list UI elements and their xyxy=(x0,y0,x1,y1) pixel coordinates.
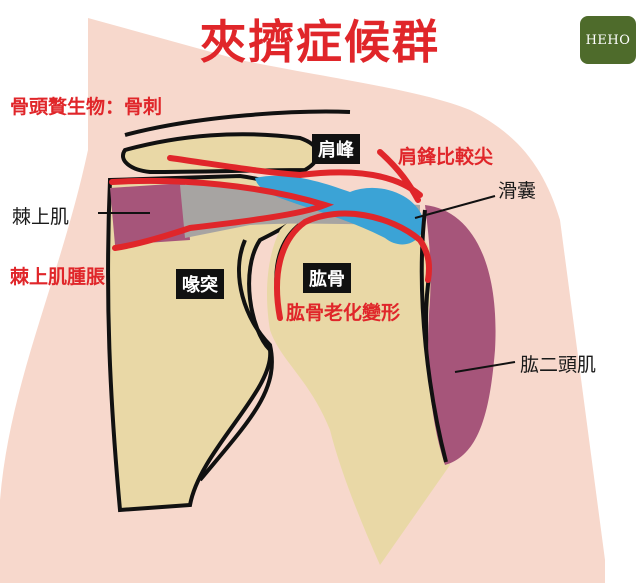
page-title: 夾擠症候群 xyxy=(200,15,440,69)
coracoid-outline xyxy=(198,239,274,482)
biceps-muscle xyxy=(425,205,496,465)
acromion-bone xyxy=(121,132,320,175)
label-humerus-degeneration: 肱骨老化變形 xyxy=(286,302,401,324)
label-coracoid: 喙突 xyxy=(176,269,224,299)
inflammation-outline-upper xyxy=(167,155,423,198)
heho-logo: HEHO xyxy=(580,16,636,64)
label-osteophyte: 骨頭贅生物：骨刺 xyxy=(10,96,163,118)
acromion-top-outline xyxy=(124,109,351,137)
label-humerus: 肱骨 xyxy=(303,263,351,293)
label-bursa: 滑囊 xyxy=(498,180,537,202)
label-acromion-sharp: 肩鋒比較尖 xyxy=(398,146,494,168)
label-biceps: 肱二頭肌 xyxy=(520,354,597,376)
bursa xyxy=(255,175,425,245)
bursa-leader xyxy=(414,195,496,219)
humerus-degeneration-outline xyxy=(274,210,432,321)
label-acromion: 肩峰 xyxy=(312,134,360,164)
humerus-bone xyxy=(267,206,450,565)
biceps-leader xyxy=(454,361,516,373)
acromion-spur-outline xyxy=(377,149,421,203)
label-supraspinatus: 棘上肌 xyxy=(12,206,70,228)
inflammation-outline-tendon xyxy=(109,177,335,251)
label-supraspinatus-swelling: 棘上肌腫脹 xyxy=(10,266,106,288)
